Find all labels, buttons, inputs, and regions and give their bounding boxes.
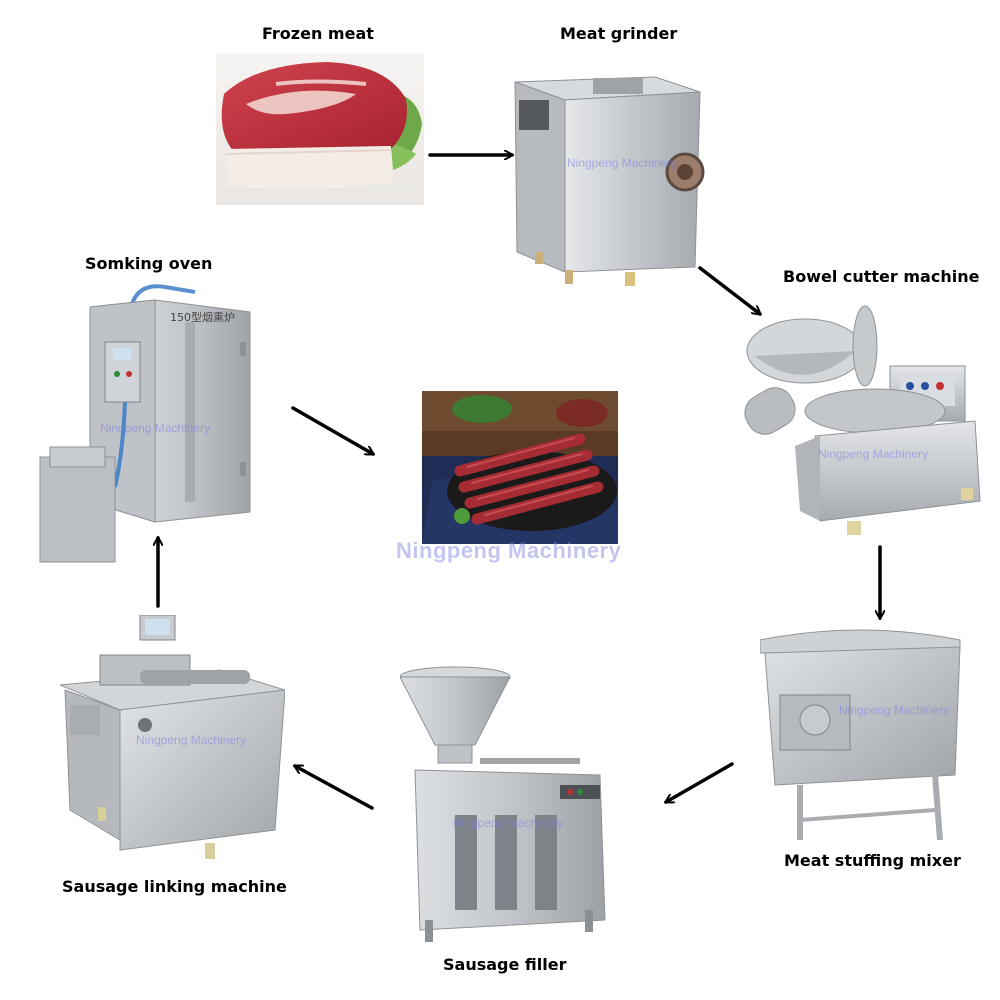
label-bowel-cutter: Bowel cutter machine: [783, 267, 980, 286]
arrow-filler-to-linking: [295, 764, 374, 810]
bowl-cutter-image: [744, 305, 981, 535]
stuffing-mixer-image: [760, 629, 961, 841]
frozen-meat-image: [216, 54, 424, 205]
arrow-grinder-to-cutter: [698, 266, 760, 314]
oven-plate-text: 150型烟熏炉: [170, 311, 235, 324]
label-stuffing-mixer: Meat stuffing mixer: [784, 851, 961, 870]
watermark-linking: Ningpeng Machinery: [136, 733, 247, 747]
watermark-center: Ningpeng Machinery: [396, 538, 622, 563]
sausage-filler-image: [400, 666, 606, 942]
meat-grinder-image: [514, 76, 705, 286]
watermark-filler: Ningpeng Machinery: [453, 816, 564, 830]
label-linking-machine: Sausage linking machine: [62, 877, 287, 896]
watermark-bowl-cutter: Ningpeng Machinery: [818, 447, 929, 461]
label-sausage-filler: Sausage filler: [443, 955, 567, 974]
linking-machine-image: [60, 615, 285, 859]
arrow-mixer-to-filler: [666, 762, 734, 804]
watermark-oven: Ningpeng Machinery: [100, 421, 211, 435]
label-frozen-meat: Frozen meat: [262, 24, 374, 43]
smoking-oven-image: [39, 284, 251, 563]
label-smoking-oven: Somking oven: [85, 254, 213, 273]
arrow-oven-to-product: [291, 406, 373, 456]
label-meat-grinder: Meat grinder: [560, 24, 678, 43]
watermark-mixer: Ningpeng Machinery: [839, 703, 950, 717]
watermark-grinder: Ningpeng Machinery: [567, 156, 678, 170]
sausage-product-image: [422, 391, 618, 544]
